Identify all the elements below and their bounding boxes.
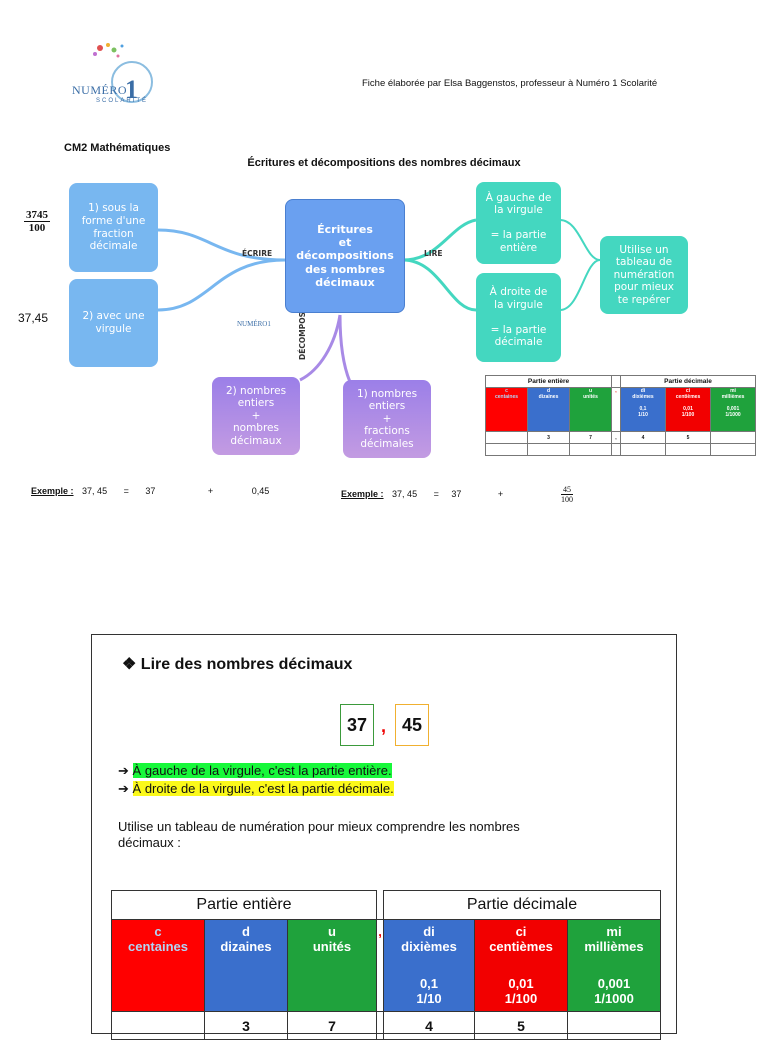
node-decompose-2: 2) nombres entiers + nombres décimaux <box>212 377 300 455</box>
advice-text: Utilise un tableau de numération pour mi… <box>118 819 520 850</box>
example-2-fraction: 45 100 <box>561 485 573 504</box>
mini-empty <box>710 443 756 456</box>
logo-mini: NUMÉRO1 <box>237 320 271 328</box>
rule-decimal-text: À droite de la virgule, c'est la partie … <box>132 781 394 796</box>
example-2-plus: + <box>497 489 504 499</box>
svg-text:1: 1 <box>125 75 138 104</box>
header-decimal: Partie décimale <box>383 890 661 920</box>
val-unites: 7 <box>287 1011 377 1040</box>
example-2-number: 37, 45 <box>392 489 418 499</box>
node-read-tip: Utilise un tableau de numération pour mi… <box>600 236 688 314</box>
mini-comma: , <box>611 387 621 432</box>
mini-empty <box>620 443 666 456</box>
val-centiemes: 5 <box>474 1011 568 1040</box>
fraction-numerator: 3745 <box>24 209 50 222</box>
example-1-number: 37, 45 <box>82 486 108 496</box>
header-spacer <box>376 890 384 920</box>
fraction-3745-100: 3745 100 <box>24 209 50 234</box>
mini-val-d: 3 <box>527 431 570 444</box>
example-2-fraction-num: 45 <box>561 485 573 495</box>
mini-empty <box>527 443 570 456</box>
header-credit: Fiche élaborée par Elsa Baggenstos, prof… <box>362 78 658 89</box>
example-1-a: 37 <box>145 486 156 496</box>
mini-empty <box>665 443 711 456</box>
node-write-comma: 2) avec une virgule <box>69 279 158 367</box>
example-1-label: Exemple : <box>31 486 74 496</box>
rule-decimal: ➔ À droite de la virgule, c'est la parti… <box>118 781 394 797</box>
val-dixiemes: 4 <box>383 1011 475 1040</box>
mini-empty <box>485 443 528 456</box>
mini-val-di: 4 <box>620 431 666 444</box>
val-comma <box>376 1011 384 1040</box>
digits-comma: , <box>381 716 387 736</box>
logo-text: NUMÉRO <box>72 83 128 97</box>
example-2-eq: = <box>433 489 439 499</box>
val-milliemes <box>567 1011 661 1040</box>
mini-val-comma: , <box>611 431 621 444</box>
digits-decimal-box: 45 <box>395 704 429 746</box>
logo-graphic: 1 <box>93 43 153 104</box>
example-1-plus: + <box>207 486 214 496</box>
header-integer: Partie entière <box>111 890 377 920</box>
page-title: Écritures et décompositions des nombres … <box>247 157 521 169</box>
mini-header-decimal: Partie décimale <box>620 375 756 388</box>
val-dizaines: 3 <box>204 1011 288 1040</box>
mini-val-c <box>485 431 528 444</box>
mindmap-connectors <box>157 218 601 383</box>
mini-empty <box>569 443 612 456</box>
mini-val-ci: 5 <box>665 431 711 444</box>
fraction-denominator: 100 <box>28 222 46 234</box>
example-1-b: 0,45 <box>251 486 270 496</box>
example-2-fraction-den: 100 <box>561 495 573 504</box>
mini-val-u: 7 <box>569 431 612 444</box>
node-decompose-1: 1) nombres entiers + fractions décimales <box>343 380 431 458</box>
rule-integer: ➔ À gauche de la virgule, c'est la parti… <box>118 763 392 779</box>
node-read-right: À droite de la virgule = la partie décim… <box>476 273 561 362</box>
example-1: Exemple : 37, 45 = 37 + 0,45 <box>31 486 269 496</box>
example-2: Exemple : 37, 45 = 37 + <box>341 489 503 499</box>
example-1-eq: = <box>123 486 129 496</box>
col-comma: , <box>376 919 384 1012</box>
subject-label: CM2 Mathématiques <box>64 142 171 154</box>
arrow-icon: ➔ <box>118 763 129 778</box>
panel-title: ❖ Lire des nombres décimaux <box>122 656 353 673</box>
node-center: Écritures et décompositions des nombres … <box>285 199 405 313</box>
mini-header-integer: Partie entière <box>485 375 612 388</box>
logo-subtext: SCOLARITÉ <box>96 98 149 104</box>
edge-label-write: ÉCRIRE <box>242 249 273 258</box>
rule-integer-text: À gauche de la virgule, c'est la partie … <box>132 763 392 778</box>
val-centaines <box>111 1011 205 1040</box>
decimal-value: 37,45 <box>18 311 49 325</box>
digits-integer-box: 37 <box>340 704 374 746</box>
mini-val-mi <box>710 431 756 444</box>
arrow-icon: ➔ <box>118 781 129 796</box>
example-2-label: Exemple : <box>341 489 384 499</box>
mini-spacer <box>611 375 621 388</box>
example-2-a: 37 <box>451 489 462 499</box>
mini-empty <box>611 443 621 456</box>
edge-label-read: LIRE <box>424 249 443 258</box>
node-write-fraction: 1) sous la forme d'une fraction décimale <box>69 183 158 272</box>
node-read-left: À gauche de la virgule = la partie entiè… <box>476 182 561 264</box>
